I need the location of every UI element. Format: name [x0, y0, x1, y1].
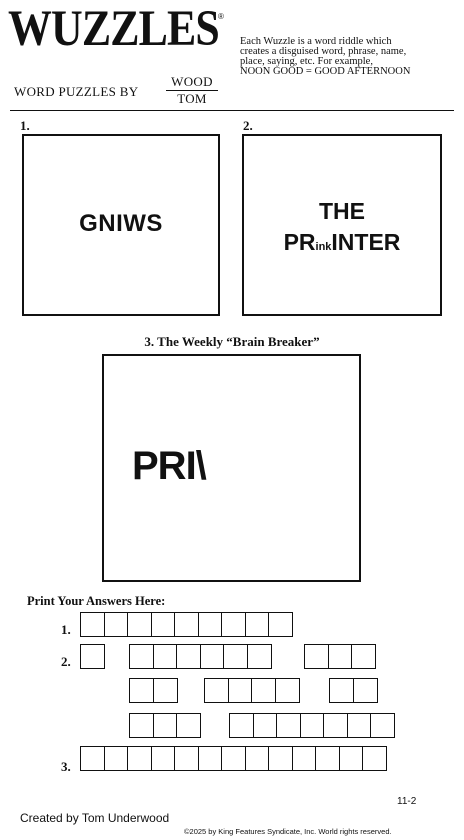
answer-1-label: 1. [61, 622, 71, 637]
answer-letter-box[interactable] [276, 713, 301, 738]
answer-letter-box[interactable] [152, 713, 178, 738]
answer-2-word-4 [129, 678, 178, 703]
answer-letter-box[interactable] [338, 746, 364, 771]
answer-letter-box[interactable] [244, 746, 270, 771]
puzzle-2-box [242, 134, 442, 316]
answer-letter-box[interactable] [221, 612, 246, 637]
answer-letter-box[interactable] [291, 746, 317, 771]
answer-letter-box[interactable] [129, 713, 154, 738]
puzzle-2-number: 2. [243, 118, 253, 133]
description: Each Wuzzle is a word riddle which creat… [240, 36, 462, 77]
answer-letter-box[interactable] [176, 644, 201, 669]
answer-letter-box[interactable] [315, 746, 340, 771]
answer-letter-box[interactable] [274, 678, 300, 703]
answer-letter-box[interactable] [150, 746, 176, 771]
answer-letter-box[interactable] [327, 644, 353, 669]
description-line: Each Wuzzle is a word riddle which [240, 36, 392, 47]
answer-2-word-3 [304, 644, 376, 669]
answer-letter-box[interactable] [346, 713, 372, 738]
answer-letter-box[interactable] [246, 644, 272, 669]
puzzle-3-title: 3. The Weekly “Brain Breaker” [144, 334, 320, 349]
answer-2-word-7 [129, 713, 201, 738]
answer-letter-box[interactable] [223, 644, 248, 669]
header-divider [10, 110, 454, 111]
answer-letter-box[interactable] [103, 612, 129, 637]
answer-letter-box[interactable] [268, 612, 293, 637]
author-fraction: WOOD TOM [166, 74, 218, 107]
answer-2-word-6 [329, 678, 378, 703]
puzzle-3-box [102, 354, 361, 582]
answer-letter-box[interactable] [244, 612, 270, 637]
answer-letter-box[interactable] [221, 746, 246, 771]
puzzle-3-text: PRI\ [132, 444, 207, 488]
answer-letter-box[interactable] [174, 612, 199, 637]
wuzzles-logo: WUZZLES [8, 1, 220, 57]
byline: WORD PUZZLES BY [14, 84, 139, 99]
answer-letter-box[interactable] [362, 746, 387, 771]
answer-letter-box[interactable] [152, 644, 178, 669]
puzzle-1-box [22, 134, 220, 316]
answer-letter-box[interactable] [80, 612, 105, 637]
answer-letter-box[interactable] [268, 746, 293, 771]
answer-letter-box[interactable] [299, 713, 325, 738]
answer-letter-box[interactable] [204, 678, 229, 703]
created-by: Created by Tom Underwood [20, 811, 170, 825]
author-bottom: TOM [177, 91, 207, 106]
answer-letter-box[interactable] [251, 678, 276, 703]
answers-title: Print Your Answers Here: [27, 594, 166, 608]
description-line: NOON GOOD = GOOD AFTERNOON [240, 66, 411, 77]
answer-letter-box[interactable] [80, 644, 105, 669]
puzzle-2-line-1: THE [319, 198, 365, 224]
answer-letter-box[interactable] [103, 746, 129, 771]
answer-letter-box[interactable] [229, 713, 254, 738]
answer-1-word-1 [80, 612, 293, 637]
answer-letter-box[interactable] [80, 746, 105, 771]
puzzle-2-ink: ink [315, 241, 332, 253]
answer-letter-box[interactable] [351, 644, 376, 669]
answer-3-label: 3. [61, 759, 71, 774]
answer-letter-box[interactable] [304, 644, 329, 669]
answer-letter-box[interactable] [152, 678, 178, 703]
answer-letter-box[interactable] [176, 713, 201, 738]
answer-2-word-8 [229, 713, 395, 738]
author-top: WOOD [166, 74, 218, 91]
description-line: place, saying, etc. For example, [240, 56, 373, 67]
answer-2-label: 2. [61, 654, 71, 669]
answer-letter-box[interactable] [227, 678, 253, 703]
answer-letter-box[interactable] [252, 713, 278, 738]
answer-letter-box[interactable] [370, 713, 395, 738]
answer-letter-box[interactable] [197, 746, 223, 771]
puzzle-2-pr: PR [283, 229, 316, 255]
puzzle-2-inter: INTER [331, 229, 401, 255]
answer-letter-box[interactable] [329, 678, 354, 703]
answer-letter-box[interactable] [174, 746, 199, 771]
answer-letter-box[interactable] [127, 612, 152, 637]
copyright: ©2025 by King Features Syndicate, Inc. W… [184, 827, 392, 836]
answer-letter-box[interactable] [352, 678, 378, 703]
answer-letter-box[interactable] [129, 644, 154, 669]
puzzle-1-text: GNIWS [79, 210, 163, 237]
answer-letter-box[interactable] [199, 644, 225, 669]
answer-letter-box[interactable] [127, 746, 152, 771]
puzzle-2-line-2: PRinkINTER [243, 229, 441, 256]
answer-letter-box[interactable] [323, 713, 348, 738]
answer-letter-box[interactable] [197, 612, 223, 637]
answer-letter-box[interactable] [150, 612, 176, 637]
answer-3-word-1 [80, 746, 387, 771]
answer-2-word-2 [129, 644, 272, 669]
registered-mark: ® [218, 12, 224, 21]
answer-letter-box[interactable] [129, 678, 154, 703]
answer-2-word-1 [80, 644, 105, 669]
date-code: 11-2 [397, 796, 417, 807]
puzzle-1-number: 1. [20, 118, 30, 133]
description-line: creates a disguised word, phrase, name, [240, 46, 407, 57]
answer-2-word-5 [204, 678, 300, 703]
